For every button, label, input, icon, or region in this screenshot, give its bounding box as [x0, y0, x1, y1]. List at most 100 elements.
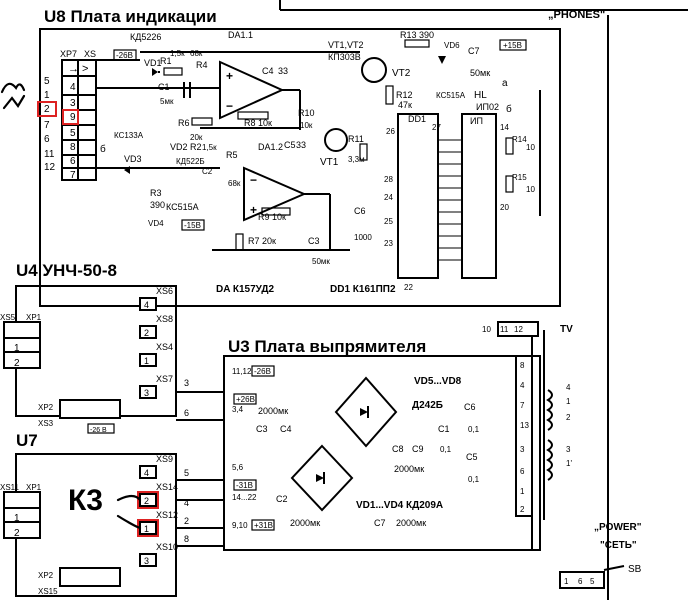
- svg-text:XS15: XS15: [38, 587, 58, 596]
- svg-text:3: 3: [144, 388, 149, 398]
- svg-text:20к: 20к: [190, 133, 203, 142]
- svg-text:C2: C2: [202, 167, 213, 176]
- svg-text:XP1: XP1: [26, 313, 42, 322]
- svg-text:VD6: VD6: [444, 41, 460, 50]
- highlight-pin-9: [62, 109, 79, 125]
- svg-text:68к: 68к: [228, 179, 241, 188]
- svg-text:14: 14: [500, 123, 509, 132]
- svg-text:6: 6: [70, 156, 76, 167]
- svg-text:10: 10: [526, 185, 535, 194]
- svg-text:C6: C6: [464, 402, 476, 412]
- svg-text:XS3: XS3: [38, 419, 54, 428]
- svg-text:14...22: 14...22: [232, 493, 257, 502]
- svg-text:3: 3: [566, 445, 571, 454]
- svg-text:КД5226: КД5226: [130, 32, 161, 42]
- svg-text:-26В: -26В: [116, 51, 133, 60]
- svg-text:XS7: XS7: [156, 374, 173, 384]
- svg-text:R11: R11: [348, 134, 364, 144]
- svg-text:3: 3: [184, 378, 189, 388]
- svg-text:R10: R10: [298, 108, 315, 118]
- svg-text:б: б: [506, 103, 512, 115]
- svg-text:7: 7: [520, 401, 525, 410]
- svg-text:XS: XS: [84, 49, 96, 59]
- svg-text:XP2: XP2: [38, 571, 54, 580]
- svg-text:+: +: [226, 69, 233, 83]
- svg-text:12: 12: [44, 162, 56, 173]
- highlight-pin-2: [37, 101, 57, 117]
- svg-text:4: 4: [144, 468, 149, 478]
- svg-text:R7 20к: R7 20к: [248, 236, 276, 246]
- svg-text:5,6: 5,6: [232, 463, 244, 472]
- svg-text:2: 2: [566, 413, 571, 422]
- svg-text:47к: 47к: [398, 100, 412, 110]
- svg-text:13: 13: [520, 421, 529, 430]
- svg-text:XS4: XS4: [156, 342, 173, 352]
- handwritten-note: [0, 82, 26, 94]
- u4-board: U4 УНЧ-50-8 XS5 XP1 2 1 XS6 4 XS8 2 XS4 …: [0, 261, 177, 434]
- svg-text:КД522Б: КД522Б: [176, 157, 205, 166]
- svg-text:3: 3: [70, 98, 76, 109]
- svg-text:5: 5: [184, 468, 189, 478]
- svg-text:C1: C1: [438, 424, 450, 434]
- svg-text:КС133А: КС133А: [114, 131, 144, 140]
- svg-text:VD1...VD4 КД209А: VD1...VD4 КД209А: [356, 500, 443, 511]
- svg-text:XS9: XS9: [156, 454, 173, 464]
- svg-text:TV: TV: [560, 324, 573, 335]
- svg-text:R1: R1: [160, 56, 172, 66]
- svg-text:R6: R6: [178, 118, 190, 128]
- svg-text:0,1: 0,1: [468, 475, 480, 484]
- svg-text:0,1: 0,1: [440, 445, 452, 454]
- svg-text:4: 4: [566, 383, 571, 392]
- svg-text:HL: HL: [474, 90, 487, 101]
- svg-text:4: 4: [520, 381, 525, 390]
- svg-text:1,5к: 1,5к: [170, 49, 185, 58]
- svg-text:DD1: DD1: [408, 114, 426, 124]
- svg-text:XS12: XS12: [156, 510, 178, 520]
- svg-text:DA К157УД2: DA К157УД2: [216, 284, 274, 295]
- svg-text:10: 10: [526, 143, 535, 152]
- svg-text:7: 7: [70, 170, 76, 181]
- svg-text:1: 1: [144, 524, 149, 534]
- svg-text:6: 6: [520, 467, 525, 476]
- svg-text:8: 8: [70, 142, 76, 153]
- svg-text:5: 5: [44, 76, 50, 87]
- svg-text:2: 2: [44, 104, 50, 115]
- u7-title: U7: [16, 431, 38, 450]
- svg-text:1000: 1000: [354, 233, 372, 242]
- svg-text:0,1: 0,1: [468, 425, 480, 434]
- ic-dd1: [397, 113, 439, 279]
- svg-text:XS10: XS10: [156, 542, 178, 552]
- svg-text:>: >: [82, 63, 88, 75]
- svg-text:XP2: XP2: [38, 403, 54, 412]
- svg-text:33: 33: [296, 140, 306, 150]
- svg-text:1: 1: [144, 356, 149, 366]
- svg-text:50мк: 50мк: [470, 68, 490, 78]
- highlight-xs14: [137, 491, 159, 509]
- svg-text:2000мк: 2000мк: [290, 518, 320, 528]
- svg-text:2: 2: [144, 496, 149, 506]
- opamp-da1-2: [243, 166, 307, 222]
- svg-text:+: +: [250, 203, 257, 217]
- svg-text:1: 1: [520, 487, 525, 496]
- svg-text:9: 9: [70, 112, 76, 123]
- svg-text:→: →: [68, 63, 79, 75]
- svg-text:9,10: 9,10: [232, 521, 248, 530]
- svg-text:"СЕТЬ": "СЕТЬ": [600, 540, 637, 551]
- svg-text:R3: R3: [150, 188, 162, 198]
- svg-text:4: 4: [144, 300, 149, 310]
- svg-text:50мк: 50мк: [312, 257, 330, 266]
- u3-outline: [223, 355, 541, 551]
- svg-text:5: 5: [70, 128, 76, 139]
- svg-text:2: 2: [14, 358, 20, 369]
- svg-text:C2: C2: [276, 494, 288, 504]
- svg-text:−: −: [226, 99, 233, 113]
- svg-text:2000мк: 2000мк: [394, 464, 424, 474]
- svg-text:XS14: XS14: [156, 482, 178, 492]
- svg-text:R4: R4: [196, 60, 208, 70]
- svg-text:КП303В: КП303В: [328, 52, 361, 62]
- svg-text:3,3м: 3,3м: [348, 155, 365, 164]
- svg-text:7: 7: [44, 120, 50, 131]
- svg-text:2: 2: [520, 505, 525, 514]
- opamp-da1-1: [219, 60, 285, 120]
